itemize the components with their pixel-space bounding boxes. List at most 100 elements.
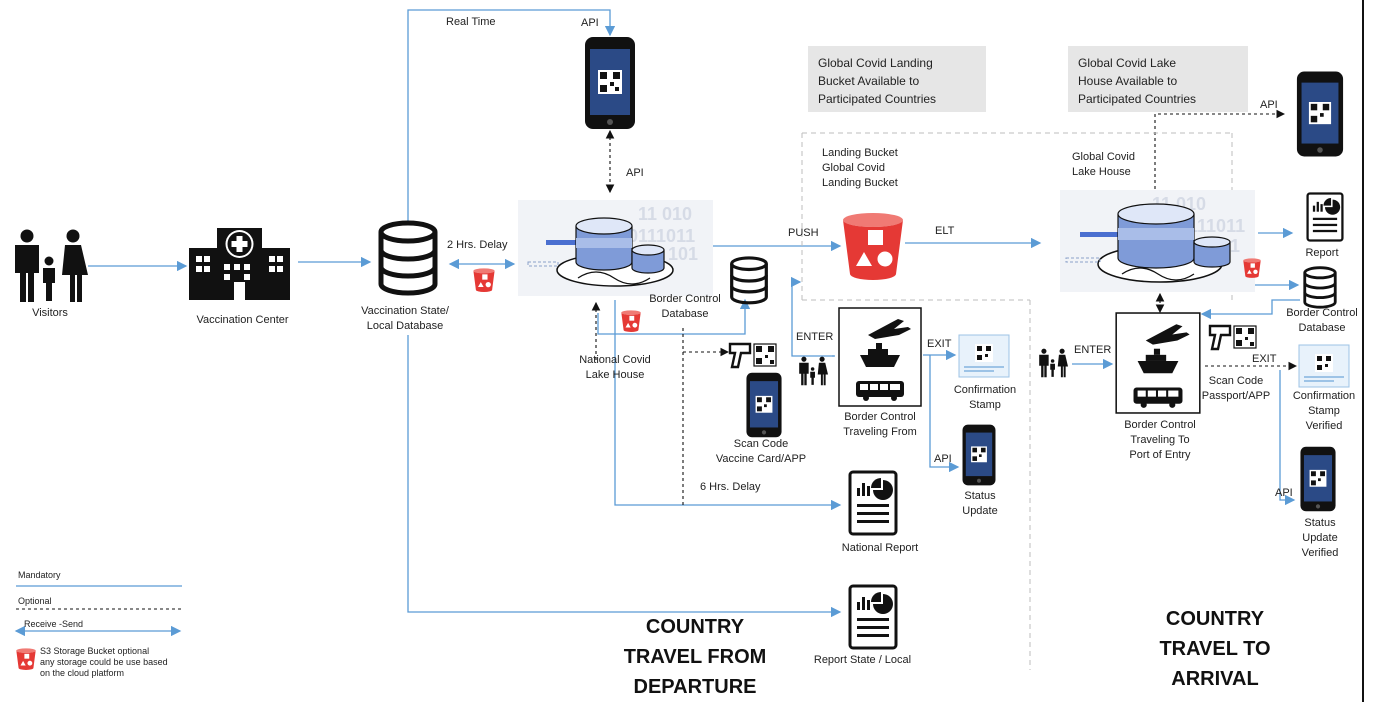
border-control-db-left-label: Border Control Database (640, 292, 730, 322)
scanner-dashed (682, 328, 730, 357)
box-line: Participated Countries (1078, 92, 1197, 106)
label-line: Database (661, 308, 709, 320)
s3-bucket-icon-small-2 (621, 310, 641, 332)
section-travel-to: COUNTRY TRAVEL TO ARRIVAL (1130, 604, 1300, 694)
label-line: Vaccination State/ (361, 305, 449, 317)
bcdb-to-bcto-arrow (1200, 299, 1300, 320)
label-line: Scan Code (1208, 375, 1264, 387)
legend-line: on the cloud platform (40, 668, 125, 678)
label-line: Scan Code (733, 438, 789, 450)
transport-icon-to (1115, 312, 1201, 414)
landing-available-box: Global Covid Landing Bucket Available to… (808, 46, 986, 112)
six-hrs-arrow (614, 300, 842, 511)
hospital-icon (189, 228, 290, 300)
bcfrom-to-db-arrow (790, 276, 835, 357)
label-line: Global Covid (822, 162, 885, 174)
s3-bucket-icon-legend (16, 648, 36, 670)
national-report-label: National Report (841, 542, 919, 554)
database-icon-vaccination (378, 220, 438, 296)
elt-label: ELT (935, 225, 955, 237)
phone-qr-icon-scan (746, 372, 782, 438)
legend-line: S3 Storage Bucket optional (40, 646, 150, 656)
section-line: ARRIVAL (1171, 668, 1259, 690)
section-line: TRAVEL FROM (623, 646, 767, 668)
api-mid-label: API (626, 167, 644, 179)
svg-text:0111011: 0111011 (628, 226, 695, 246)
stamp-icon-right (1298, 344, 1350, 388)
database-icon-border-right (1303, 266, 1337, 309)
api-right-dashed (1154, 109, 1286, 195)
label-line: Border Control (1286, 307, 1358, 319)
box-line: Bucket Available to (818, 74, 920, 88)
transport-icon-from (838, 307, 922, 407)
api-top-label: API (581, 17, 599, 29)
label-line: Border Control (844, 411, 916, 423)
label-line: Local Database (366, 320, 444, 332)
label-line: Lake House (1072, 166, 1131, 178)
legend-line: any storage could be use based (40, 657, 168, 667)
border-control-db-right-label: Border Control Database (1282, 306, 1362, 336)
label-line: Status (964, 490, 996, 502)
report-state-local-label: Report State / Local (813, 654, 912, 666)
six-hrs-delay-label: 6 Hrs. Delay (700, 481, 761, 493)
global-covid-lake-house-label: Global Covid Lake House (1072, 150, 1135, 180)
label-line: Update (962, 505, 998, 517)
scanner-icon-right (1208, 324, 1257, 351)
stamp-icon-left (958, 334, 1010, 378)
database-icon-border-left (730, 256, 768, 305)
landing-bucket-label: Landing Bucket Global Covid Landing Buck… (822, 146, 898, 191)
family-icon-enter-right (1039, 348, 1068, 378)
label-line: Traveling From (843, 426, 917, 438)
two-hrs-delay-label: 2 Hrs. Delay (447, 239, 508, 251)
section-line: DEPARTURE (633, 676, 757, 698)
svg-text:0111011: 0111011 (1178, 216, 1245, 236)
label-line: Traveling To (1130, 434, 1190, 446)
label-line: Update (1302, 532, 1338, 544)
legend-optional: Optional (18, 596, 52, 606)
phone-qr-icon-right (1296, 71, 1344, 157)
border-control-to-label: Border Control Traveling To Port of Entr… (1100, 418, 1220, 463)
s3-bucket-icon-small-1 (473, 268, 495, 292)
national-covid-lake-house-label: National Covid Lake House (560, 353, 670, 383)
confirmation-stamp-label: Confirmation Stamp (940, 383, 1030, 413)
s3-bucket-icon-small-3 (1243, 258, 1261, 278)
label-line: Landing Bucket (822, 177, 898, 189)
svg-text:101: 101 (668, 244, 698, 264)
label-line: Border Control (649, 293, 721, 305)
push-label: PUSH (788, 227, 819, 239)
family-icon-enter-left (799, 356, 828, 386)
label-line: Global Covid (1072, 151, 1135, 163)
lake-to-bcdb-arrow (597, 298, 751, 335)
label-line: Stamp (1308, 405, 1340, 417)
legend-s3-note: S3 Storage Bucket optional any storage c… (40, 646, 168, 679)
section-line: TRAVEL TO (1159, 638, 1271, 660)
box-line: Global Covid Landing (818, 56, 933, 70)
visitors-label: Visitors (32, 307, 68, 319)
label-line: Verified (1305, 420, 1343, 432)
api-right-label: API (1260, 99, 1278, 111)
label-line: Stamp (969, 399, 1001, 411)
vaccination-center-label: Vaccination Center (196, 314, 289, 326)
label-line: Vaccine Card/APP (715, 453, 807, 465)
label-line: National Covid (579, 354, 651, 366)
box-line: Participated Countries (818, 92, 937, 106)
confirmation-stamp-verified-label: Confirmation Stamp Verified (1284, 389, 1364, 434)
label-line: Port of Entry (1129, 449, 1191, 461)
label-line: Database (1298, 322, 1346, 334)
label-line: Status (1304, 517, 1336, 529)
family-icon (15, 229, 88, 302)
scanner-icon-left (728, 342, 777, 369)
api-status-arrow (929, 355, 960, 473)
vaccination-db-label: Vaccination State/ Local Database (350, 304, 460, 334)
phone-qr-icon-top (585, 37, 635, 129)
label-line: Lake House (585, 369, 645, 381)
box-line: Global Covid Lake (1078, 56, 1177, 70)
label-line: Verified (1301, 547, 1339, 559)
lake-available-box: Global Covid Lake House Available to Par… (1068, 46, 1248, 112)
scan-code-passport-label: Scan Code Passport/APP (1190, 374, 1282, 404)
section-line: COUNTRY (1165, 608, 1265, 630)
report-icon-right (1306, 192, 1344, 242)
section-line: COUNTRY (645, 616, 745, 638)
